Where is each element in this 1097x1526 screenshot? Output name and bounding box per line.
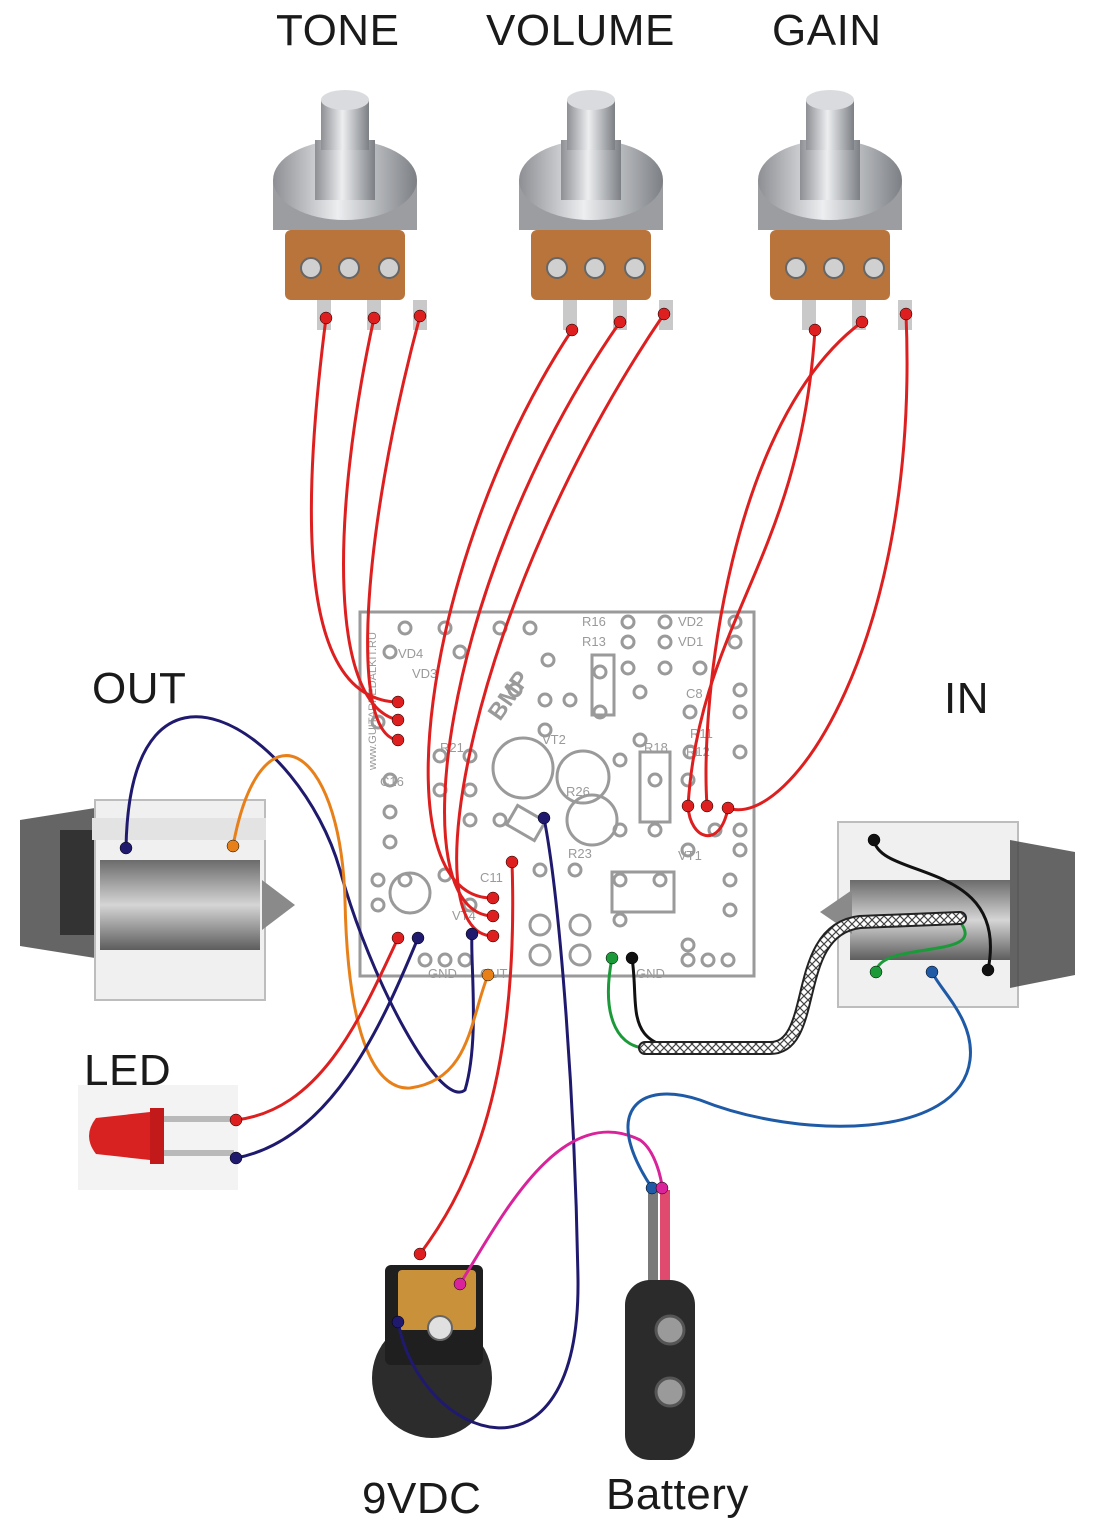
output-jack (20, 799, 295, 1001)
in-label: IN (944, 674, 989, 723)
battery-label: Battery (606, 1470, 749, 1519)
wire-in-green-2 (874, 920, 967, 974)
wire-dc-magenta (458, 1130, 664, 1286)
silk-gnd-in: GND (636, 966, 665, 981)
wire-gain-3 (726, 312, 909, 812)
dc-power-jack (372, 1265, 492, 1438)
wire-dc-navy (396, 816, 580, 1430)
silk-r4: VT1 (678, 848, 702, 863)
wire-tone-3 (366, 314, 422, 742)
silk-c15: VT4 (452, 908, 476, 923)
wire-out-orange (231, 754, 490, 1090)
wire-led-navy (234, 936, 420, 1160)
tone-label: TONE (276, 6, 400, 55)
volume-potentiometer (519, 90, 673, 330)
led-component (78, 1085, 238, 1190)
silk-vt2: R18 (644, 740, 668, 755)
wire-tone-1 (309, 316, 400, 704)
tone-potentiometer (273, 90, 427, 330)
wire-volume-3 (455, 312, 666, 938)
silk-c11: R23 (568, 846, 592, 861)
silk-r12: R11 (690, 726, 713, 741)
silk-vd4: VD4 (398, 646, 423, 661)
gain-potentiometer (758, 90, 912, 330)
silk-c13: C16 (380, 774, 404, 789)
gain-label: GAIN (772, 6, 882, 55)
silk-gnd: GND (428, 966, 457, 981)
silk-vd3: VD3 (412, 666, 437, 681)
wire-gain-2 (704, 320, 864, 808)
wire-led-red (234, 936, 400, 1122)
silk-vd2: VD2 (678, 614, 703, 629)
wire-battery-blue (626, 970, 972, 1190)
wire-gain-1 (686, 328, 817, 808)
silk-r13: R13 (582, 634, 606, 649)
silk-r19: R21 (440, 740, 464, 755)
silk-r8: R12 (686, 744, 710, 759)
silk-r11: C8 (686, 686, 703, 701)
wire-in-black-1 (872, 838, 992, 972)
silk-r27: C11 (480, 870, 503, 885)
dc-jack-label: 9VDC (362, 1474, 482, 1523)
volume-label: VOLUME (486, 6, 675, 55)
wire-out-navy (124, 715, 475, 1094)
silk-vd1: VD1 (678, 634, 703, 649)
silk-r16: R16 (582, 614, 606, 629)
silk-r26: VT2 (542, 732, 566, 747)
silk-c14: R26 (566, 784, 590, 799)
out-label: OUT (92, 664, 187, 713)
wire-dc-red (418, 860, 515, 1256)
battery-clip (625, 1190, 695, 1460)
solder-points (119, 307, 995, 1329)
